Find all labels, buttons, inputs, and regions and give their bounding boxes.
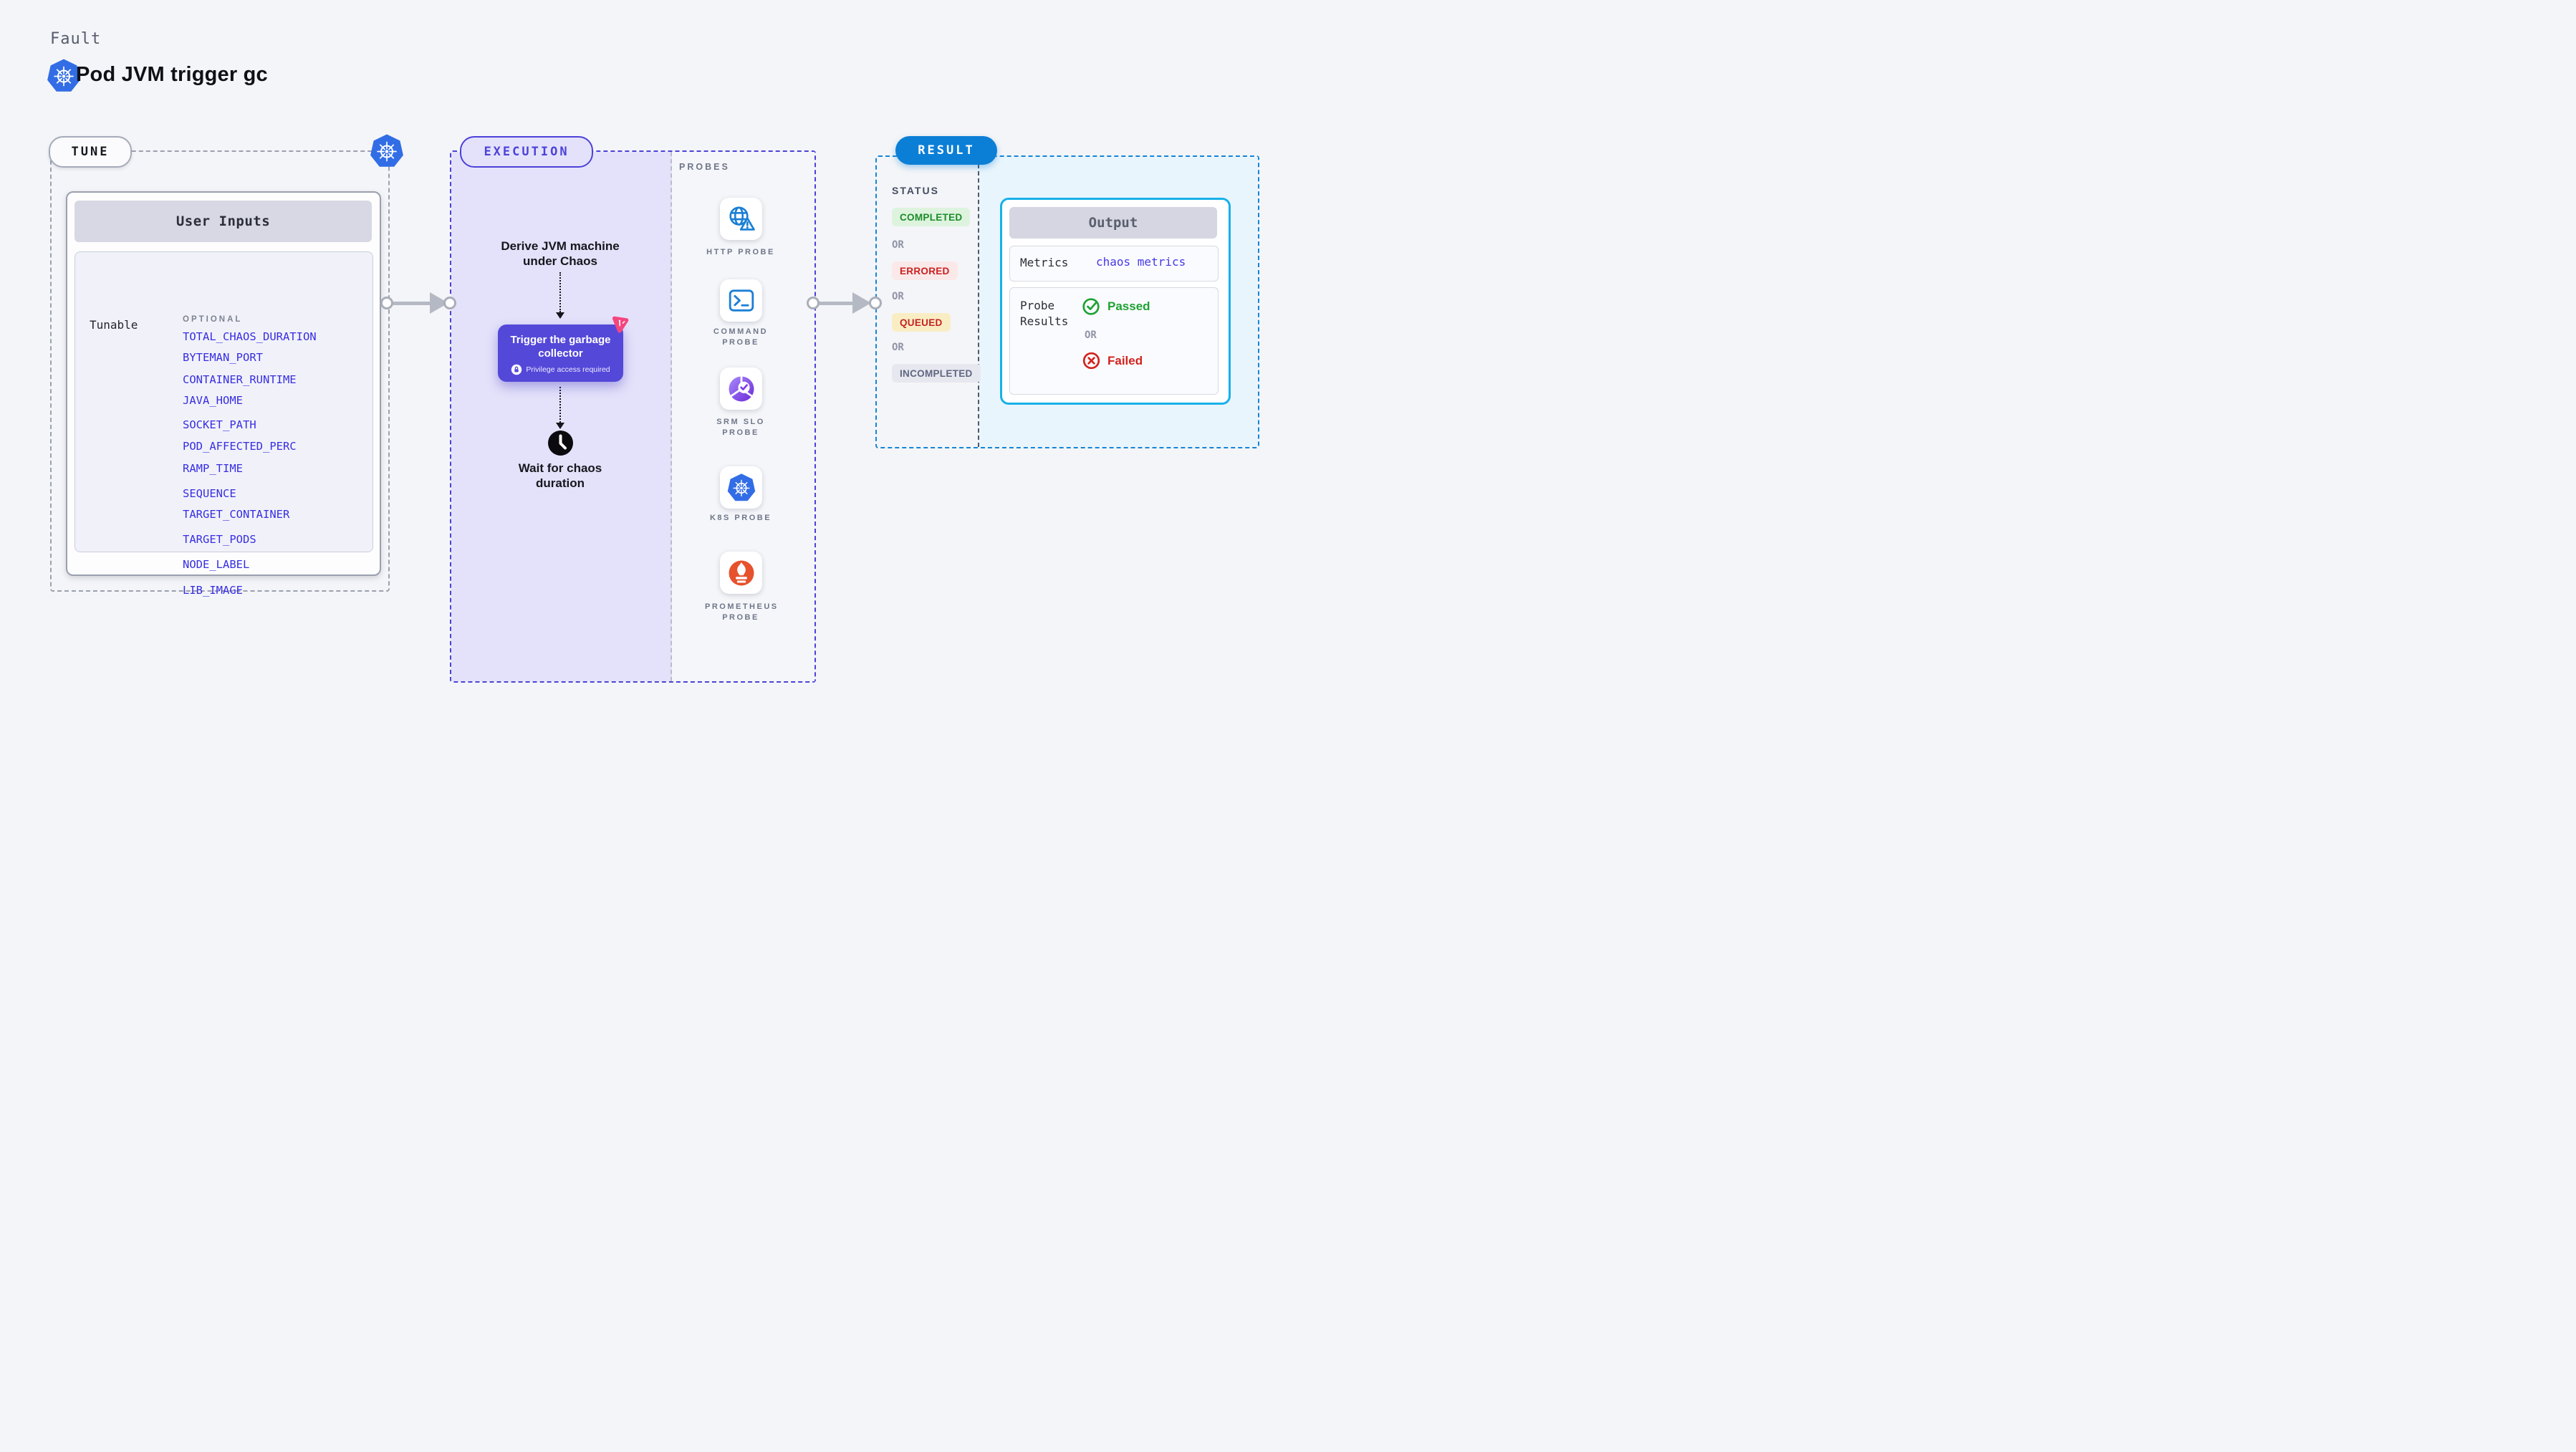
tune-section-box — [50, 150, 390, 592]
clock-icon — [548, 431, 573, 456]
flow-dotted-arrowhead — [556, 423, 564, 429]
metrics-label: Metrics — [1020, 256, 1069, 269]
x-circle-icon — [1082, 352, 1100, 370]
probe-label: COMMAND PROBE — [713, 327, 769, 347]
tunable-item[interactable]: CONTAINER_RUNTIME — [183, 373, 297, 386]
probe-label: SRM SLO PROBE — [716, 418, 765, 437]
privilege-note: Privilege access required — [526, 365, 610, 374]
probe-results-row: Probe Results Passed OR Failed — [1009, 287, 1219, 395]
tunable-item[interactable]: TARGET_CONTAINER — [183, 508, 290, 521]
tunable-item[interactable]: TOTAL_CHAOS_DURATION — [183, 330, 317, 343]
fault-eyebrow: Fault — [50, 30, 102, 48]
metrics-value: chaos metrics — [1096, 255, 1186, 269]
status-badge-queued: QUEUED — [892, 313, 951, 332]
tunable-item[interactable]: NODE_LABEL — [183, 558, 250, 571]
status-badge-completed: COMPLETED — [892, 208, 971, 226]
optional-group-label: OPTIONAL — [183, 315, 243, 324]
wait-step-label: Wait for chaos duration — [518, 461, 602, 490]
tunable-row-label: Tunable — [90, 318, 138, 332]
status-title: STATUS — [892, 185, 939, 196]
probes-divider — [671, 152, 672, 681]
tunable-item[interactable]: BYTEMAN_PORT — [183, 351, 263, 364]
tunable-item[interactable]: SOCKET_PATH — [183, 418, 256, 431]
probe-card-srm-slo[interactable] — [720, 367, 762, 410]
fault-diagram-page: Fault Pod JVM trigger gc TUNE User Input… — [0, 0, 1288, 726]
probes-title: PROBES — [679, 162, 730, 172]
check-circle-icon — [1082, 298, 1100, 315]
slo-pie-icon — [729, 375, 754, 401]
probe-card-prometheus[interactable] — [720, 552, 762, 594]
connector-dot — [869, 297, 882, 309]
output-card: Output Metrics chaos metrics Probe Resul… — [1000, 198, 1231, 405]
probe-card-command[interactable] — [720, 279, 762, 322]
tunable-item[interactable]: JAVA_HOME — [183, 394, 243, 407]
or-separator: OR — [1085, 330, 1097, 341]
tunable-item[interactable]: RAMP_TIME — [183, 462, 243, 475]
result-divider — [978, 157, 979, 447]
probe-card-k8s[interactable] — [720, 466, 762, 509]
probe-results-label: Probe Results — [1020, 299, 1069, 328]
execution-section-box — [450, 150, 816, 683]
globe-alert-icon — [729, 206, 755, 231]
status-badge-errored: ERRORED — [892, 261, 958, 280]
flow-dotted-arrowhead — [556, 312, 564, 319]
execution-section-pill: EXECUTION — [460, 136, 593, 168]
kubernetes-icon — [726, 472, 756, 504]
flow-dotted-line — [559, 272, 561, 312]
connector-dot — [380, 297, 393, 309]
tunables-panel: Tunable OPTIONAL TOTAL_CHAOS_DURATION BY… — [75, 251, 373, 597]
trigger-gc-node[interactable]: Trigger the garbage collector Privilege … — [498, 324, 623, 382]
metrics-row: Metrics chaos metrics — [1009, 246, 1219, 282]
failed-label: Failed — [1107, 354, 1143, 367]
prometheus-icon — [729, 560, 754, 585]
connector-dot — [443, 297, 456, 309]
page-title: Pod JVM trigger gc — [76, 63, 268, 86]
or-separator: OR — [892, 239, 904, 251]
tune-section-pill: TUNE — [49, 136, 132, 168]
flow-dotted-line — [559, 387, 561, 423]
probe-label: PROMETHEUS PROBE — [705, 602, 779, 622]
tunable-item[interactable]: TARGET_PODS — [183, 533, 256, 546]
lock-icon — [511, 364, 522, 375]
kubernetes-icon — [369, 133, 405, 170]
chaos-experiment-icon — [612, 316, 629, 333]
flow-arrow — [817, 302, 853, 305]
probe-label: K8S PROBE — [709, 514, 772, 522]
tunable-item[interactable]: POD_AFFECTED_PERC — [183, 440, 297, 453]
user-inputs-header: User Inputs — [75, 201, 372, 242]
or-separator: OR — [892, 291, 904, 302]
tunable-item[interactable]: LIB_IMAGE — [183, 584, 243, 597]
terminal-icon — [729, 289, 754, 312]
execution-area — [451, 152, 672, 681]
status-badge-incompleted: INCOMPLETED — [892, 364, 981, 383]
passed-label: Passed — [1107, 299, 1150, 313]
user-inputs-card: User Inputs Tunable OPTIONAL TOTAL_CHAOS… — [66, 191, 381, 597]
trigger-gc-label: Trigger the garbage collector — [510, 334, 611, 360]
probe-card-http[interactable] — [720, 198, 762, 240]
flow-arrow — [391, 302, 431, 305]
result-section-pill: RESULT — [895, 136, 997, 165]
connector-dot — [807, 297, 820, 309]
output-header: Output — [1009, 207, 1217, 239]
or-separator: OR — [892, 342, 904, 353]
flow-arrowhead — [852, 292, 871, 314]
derive-step-label: Derive JVM machine under Chaos — [501, 239, 620, 268]
probe-label: HTTP PROBE — [706, 248, 775, 256]
tunable-item[interactable]: SEQUENCE — [183, 487, 236, 500]
